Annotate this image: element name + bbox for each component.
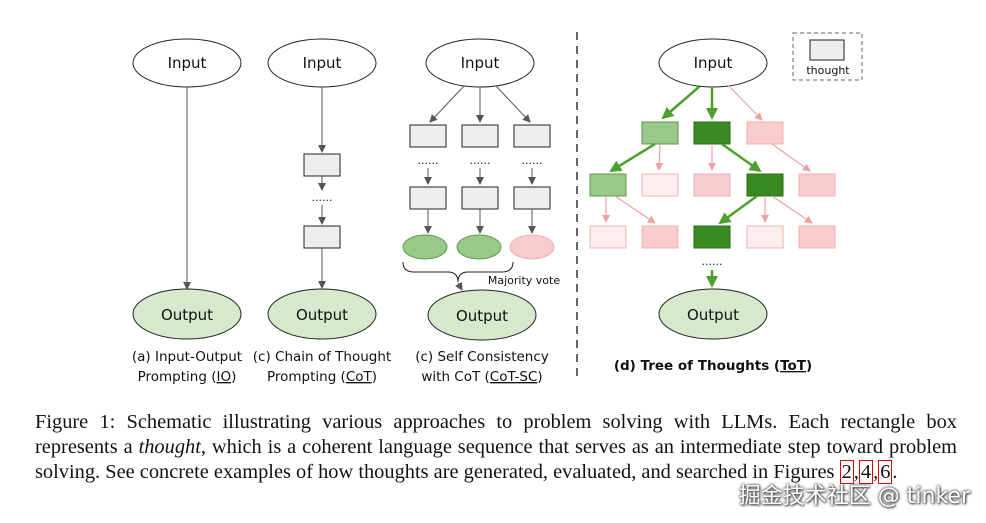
legend-frame (792, 32, 863, 81)
figure-schematic: Input Output (a) Input-Output Prompting … (132, 32, 863, 385)
cotsc-answer-node (509, 234, 555, 260)
tot-thought-bad-light (746, 225, 784, 249)
io-output-label: Output (161, 306, 213, 324)
legend-label: thought (806, 64, 850, 77)
figure-ref-link[interactable]: 4 (858, 460, 874, 484)
cotsc-dots: ...... (470, 154, 491, 167)
tot-thought-best (693, 225, 731, 249)
tot-thought-bad (641, 225, 679, 249)
thought-box (409, 124, 447, 148)
panel-cotsc: Input ...... ...... ...... Majority vote… (402, 38, 560, 385)
cotsc-output-label: Output (456, 307, 508, 325)
cot-output-label: Output (296, 306, 348, 324)
tot-thought-bad (798, 225, 836, 249)
cotsc-dots: ...... (418, 154, 439, 167)
tot-edge-pruned (727, 84, 763, 121)
legend-thought-box (809, 39, 845, 61)
tot-edge-selected (609, 142, 656, 173)
cotsc-arrow (455, 281, 463, 291)
thought-box (513, 186, 551, 210)
tot-edge-pruned (771, 195, 813, 224)
cotsc-answer-node (402, 234, 448, 260)
tot-output-node (658, 288, 768, 340)
cotsc-output-node (427, 289, 537, 341)
panel-tot: Input ...... O (589, 32, 863, 374)
tot-input-label: Input (694, 54, 733, 72)
thought-box (461, 186, 499, 210)
figure-caption: Figure 1: Schematic illustrating various… (35, 411, 958, 484)
io-input-label: Input (168, 54, 207, 72)
thought-box (303, 225, 341, 249)
tot-edge-pruned (655, 143, 664, 171)
cotsc-dots: ...... (522, 154, 543, 167)
tot-thought-good (641, 121, 679, 145)
io-output-node (132, 288, 242, 340)
cot-input-label: Input (303, 54, 342, 72)
tot-dots: ...... (702, 255, 723, 268)
tot-edge-pruned (614, 195, 656, 224)
thought-box (461, 124, 499, 148)
tot-thought-bad-light (641, 173, 679, 197)
tot-thought-bad (693, 173, 731, 197)
tot-thought-best (693, 121, 731, 145)
cot-output-node (267, 288, 377, 340)
io-caption-line1: (a) Input-Output (132, 349, 242, 365)
majority-vote-label: Majority vote (488, 274, 560, 287)
cot-caption-line2: Prompting (CoT) (267, 369, 377, 385)
tot-edge-pruned (771, 143, 811, 172)
tot-thought-bad (746, 121, 784, 145)
tot-edge-selected (661, 85, 701, 120)
figure-ref-link[interactable]: 2 (839, 460, 854, 484)
thought-box (513, 124, 551, 148)
cotsc-arrow (495, 85, 531, 123)
tot-output-label: Output (687, 306, 739, 324)
cot-caption-line1: (c) Chain of Thought (253, 349, 391, 365)
tot-thought-bad-light (589, 225, 627, 249)
tot-thought-bad (798, 173, 836, 197)
cotsc-arrow (429, 85, 465, 123)
cotsc-answer-node (456, 234, 502, 260)
tot-caption: (d) Tree of Thoughts (ToT) (614, 358, 812, 374)
tot-edge-selected (718, 194, 758, 225)
tot-thought-best (746, 173, 784, 197)
cotsc-caption-line2: with CoT (CoT-SC) (421, 369, 542, 385)
io-caption-line2: Prompting (IO) (138, 369, 237, 385)
cotsc-caption-line1: (c) Self Consistency (415, 349, 549, 365)
cot-dots: ...... (312, 191, 333, 204)
panel-cot: Input ...... Output (c) Chain of Thought… (253, 38, 391, 385)
tot-thought-good (589, 173, 627, 197)
panel-io: Input Output (a) Input-Output Prompting … (132, 38, 242, 385)
watermark: 掘金技术社区 @ tinker (738, 484, 970, 509)
cotsc-input-label: Input (461, 54, 500, 72)
thought-box (409, 186, 447, 210)
figure-ref-link[interactable]: 6 (878, 460, 893, 484)
tot-edge-selected (721, 142, 762, 173)
thought-box (303, 153, 341, 177)
